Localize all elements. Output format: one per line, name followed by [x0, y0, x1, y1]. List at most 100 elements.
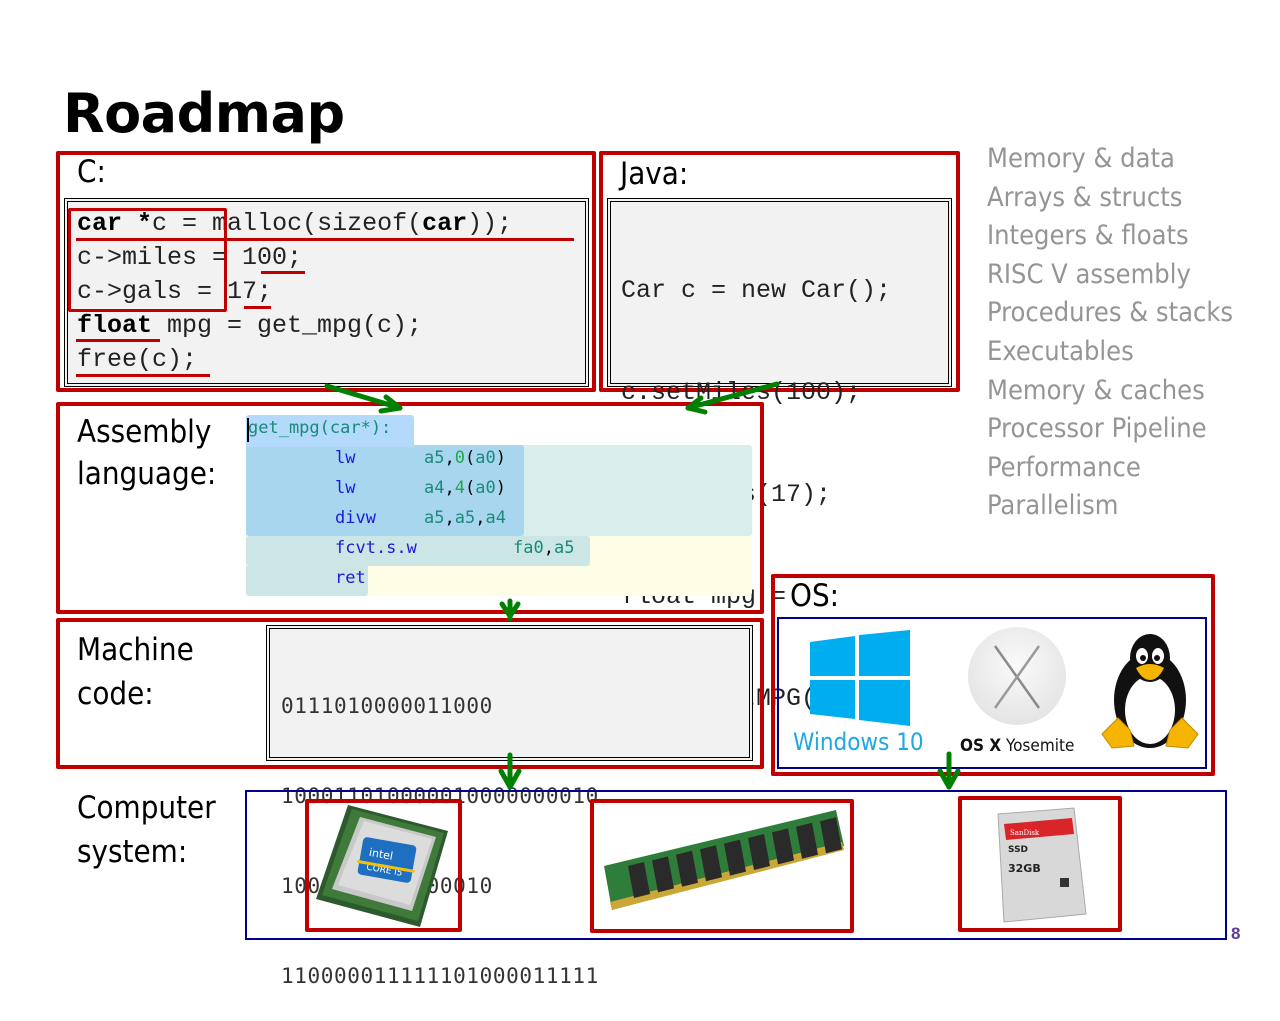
assembly-label: Assembly language:	[77, 410, 216, 496]
topic-item: RISC V assembly	[987, 258, 1191, 290]
c-keyword: car	[77, 209, 123, 238]
cpu-frame	[305, 799, 462, 932]
topic-item: Performance	[987, 451, 1141, 483]
asm-opcode: divw	[335, 508, 376, 528]
c-code-text: free(c);	[77, 345, 198, 374]
slide-title: Roadmap	[63, 82, 345, 145]
ram-stick-icon	[604, 810, 844, 910]
computer-label-line1: Computer	[77, 790, 216, 826]
ram-chip	[772, 828, 794, 865]
c-panel	[56, 151, 596, 392]
c-underline-malloc-line	[76, 238, 574, 241]
c-code-text: c->miles = 100;	[77, 243, 303, 272]
osx-caption-bold: OS X	[960, 736, 1002, 756]
asm-opcode: lw	[335, 478, 356, 498]
java-line: Car c = new Car();	[621, 276, 892, 305]
windows-caption: Windows 10	[793, 728, 924, 756]
osx-yosemite-logo-icon	[968, 627, 1066, 725]
topic-item: Memory & caches	[987, 374, 1205, 406]
c-code-text: c->gals = 17;	[77, 277, 273, 306]
c-underline-100	[261, 271, 305, 274]
arrow-assembly-to-machine	[499, 598, 521, 622]
topic-item: Integers & floats	[987, 220, 1189, 252]
page-number: 8	[1231, 924, 1241, 943]
computer-label-line2: system:	[77, 834, 188, 870]
assembly-label-line1: Assembly	[77, 414, 212, 450]
computer-system-box	[245, 790, 1227, 940]
binary-line: 110000011111101000011111	[281, 964, 599, 988]
machine-code-panel	[56, 618, 764, 769]
c-code-text: ));	[467, 209, 513, 238]
java-code-box	[607, 198, 952, 387]
assembly-label-line2: language:	[77, 456, 217, 492]
windows-logo-icon	[810, 630, 910, 726]
ram-chip	[748, 834, 770, 870]
ssd-type-text: SSD	[1008, 845, 1028, 855]
flow-arrows	[324, 381, 961, 790]
ram-chip	[628, 862, 650, 898]
asm-instruction: lw a4,4(a0)	[335, 473, 574, 503]
asm-highlight-bg-teal3	[246, 566, 368, 596]
machine-code-box	[266, 625, 753, 761]
java-panel	[599, 151, 960, 392]
ram-chip	[676, 850, 698, 887]
c-code-line: free(c);	[77, 343, 512, 377]
topic-item: Executables	[987, 335, 1134, 367]
c-code-text: mpg = get_mpg(c);	[152, 311, 423, 340]
c-keyword: float	[77, 311, 153, 340]
ssd-capacity-text: 32GB	[1008, 862, 1041, 875]
asm-opcode: lw	[335, 448, 356, 468]
asm-instruction: ret	[335, 563, 574, 593]
ram-chip	[724, 839, 746, 876]
machine-code-label: Machine code:	[77, 628, 194, 716]
assembly-panel	[56, 402, 764, 614]
ram-chip	[652, 856, 674, 893]
topic-item: Parallelism	[987, 490, 1119, 522]
asm-function-label: get_mpg(car*):	[248, 418, 392, 438]
c-code: car *c = malloc(sizeof(car));c->miles = …	[77, 207, 512, 377]
machine-label-line1: Machine	[77, 632, 194, 668]
os-label: OS:	[790, 578, 840, 614]
ram-frame	[590, 799, 854, 933]
arrow-c-to-assembly	[324, 383, 403, 414]
binary-line: 0111010000011000	[281, 694, 493, 718]
cpu-icon: intel CORE i5	[316, 805, 448, 927]
ram-chip	[796, 822, 818, 859]
asm-operands: a5,0(a0)	[424, 448, 506, 468]
text-cursor	[247, 418, 249, 442]
ram-chip	[700, 845, 722, 882]
asm-operands: a5,a5,a4	[424, 508, 506, 528]
ssd-icon: SanDisk SSD 32GB	[997, 807, 1087, 923]
c-highlight-box	[68, 208, 227, 312]
arrow-os-to-computer	[937, 751, 961, 790]
c-code-line: c->gals = 17;	[77, 275, 512, 309]
asm-highlight-bg-label	[246, 415, 414, 447]
computer-system-label: Computer system:	[77, 786, 216, 874]
asm-instruction: lw a5,0(a0)	[335, 443, 574, 473]
os-logos-box	[777, 617, 1207, 769]
asm-highlight-bg-blue	[246, 445, 524, 536]
arrow-machine-to-computer	[498, 752, 522, 790]
cpu-brand-text: intel	[368, 846, 394, 863]
c-underline-float	[76, 339, 160, 342]
osx-caption-name: Yosemite	[1006, 736, 1075, 756]
c-underline-17	[244, 306, 271, 309]
asm-instruction: divw a5,a5,a4	[335, 503, 574, 533]
c-keyword: *	[137, 209, 153, 238]
ssd-frame	[958, 796, 1122, 932]
topic-item: Processor Pipeline	[987, 413, 1207, 445]
c-code-line: c->miles = 100;	[77, 241, 512, 275]
c-code-line: car *c = malloc(sizeof(car));	[77, 207, 512, 241]
topic-item: Procedures & stacks	[987, 297, 1234, 329]
topic-item: Arrays & structs	[987, 181, 1183, 213]
topic-item: Memory & data	[987, 143, 1175, 174]
machine-label-line2: code:	[77, 676, 154, 712]
c-keyword: car	[422, 209, 468, 238]
ram-chip	[820, 817, 842, 854]
asm-operands: fa0,a5	[513, 538, 575, 558]
arrow-java-to-assembly	[685, 381, 780, 415]
asm-operands: a4,4(a0)	[424, 478, 506, 498]
c-code-line: float mpg = get_mpg(c);	[77, 309, 512, 343]
